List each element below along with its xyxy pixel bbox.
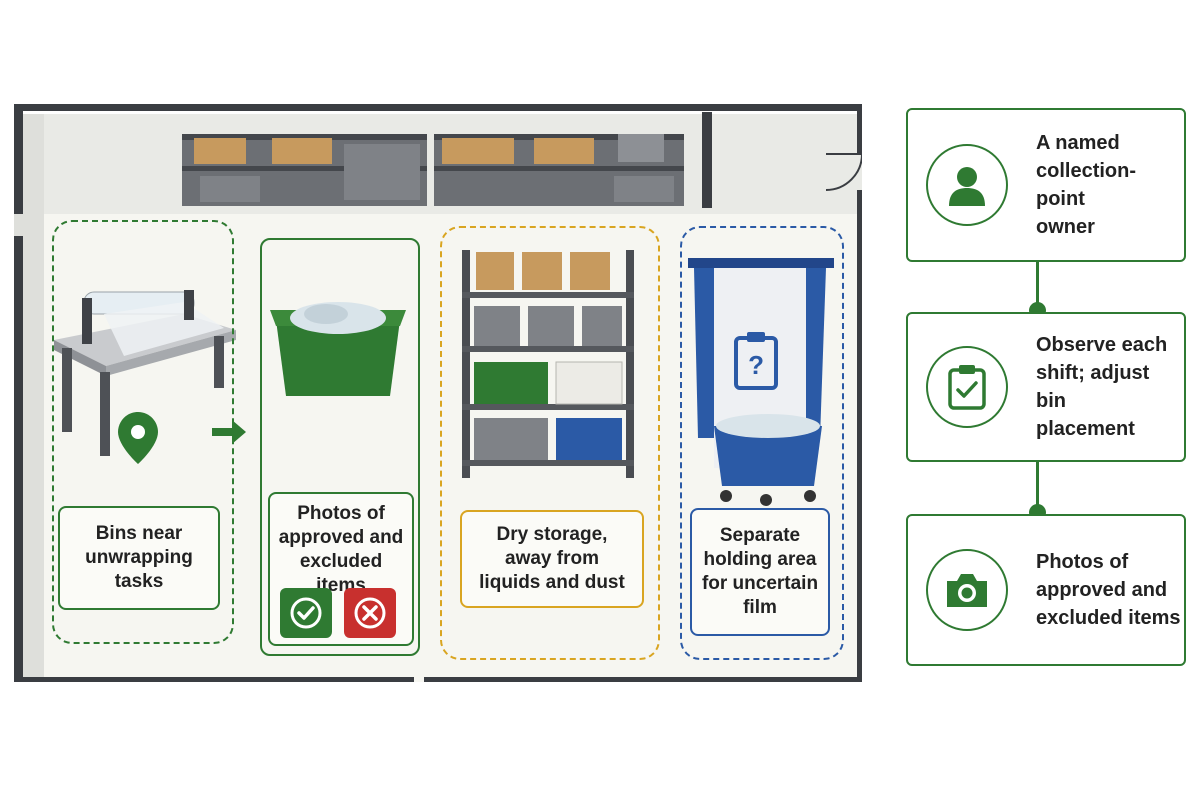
step-line: collection-point — [1036, 160, 1137, 210]
label-line: film — [743, 597, 777, 618]
map-pin-icon — [118, 412, 158, 464]
zone-bins-near — [52, 220, 234, 644]
step-line: excluded items — [1036, 607, 1181, 629]
step-text: Observe each shift; adjust bin placement — [1036, 331, 1184, 443]
zone-dry-storage — [440, 226, 660, 660]
step-text: A named collection-point owner — [1036, 129, 1184, 241]
step-line: approved and — [1036, 579, 1168, 601]
label-holding: Separate holding area for uncertain film — [690, 508, 830, 636]
step-icon-circle — [926, 346, 1008, 428]
camera-icon — [947, 574, 987, 607]
step-photos: Photos of approved and excluded items — [906, 514, 1186, 666]
step-owner: A named collection-point owner — [906, 108, 1186, 262]
label-line: away from — [505, 548, 599, 569]
clipboard-question-icon: ? — [734, 332, 778, 390]
connector-line — [1036, 262, 1039, 314]
zone-photos — [260, 238, 420, 656]
floor-plan: ? Bins near unwrapping tasks Photos of a… — [14, 104, 862, 682]
packing-table — [54, 290, 236, 456]
step-observe: Observe each shift; adjust bin placement — [906, 312, 1186, 462]
label-line: for uncertain — [701, 573, 819, 594]
check-icon — [290, 597, 322, 629]
excluded-badge — [344, 588, 396, 638]
step-icon-circle — [926, 549, 1008, 631]
label-line: unwrapping — [85, 547, 193, 568]
label-line: holding area — [703, 549, 817, 570]
label-bins-near: Bins near unwrapping tasks — [58, 506, 220, 610]
step-line: Observe each — [1036, 334, 1168, 356]
back-shelving — [182, 134, 684, 206]
arrow-right-icon — [212, 420, 246, 444]
approved-badge — [280, 588, 332, 638]
person-icon — [949, 167, 985, 206]
holding-curtain — [688, 258, 834, 468]
blue-cart — [714, 414, 822, 506]
floor-plan-drawing: ? — [14, 104, 862, 682]
svg-text:?: ? — [748, 350, 764, 380]
step-line: shift; adjust bin — [1036, 362, 1150, 412]
label-dry-storage: Dry storage, away from liquids and dust — [460, 510, 644, 608]
label-line: approved and — [278, 527, 404, 548]
clipboard-check-icon — [948, 365, 986, 410]
connector-line — [1036, 462, 1039, 516]
step-icon-circle — [926, 144, 1008, 226]
zone-holding — [680, 226, 844, 660]
label-line: Bins near — [95, 523, 183, 544]
label-line: tasks — [114, 571, 164, 592]
storage-shelf — [462, 250, 634, 478]
label-line: liquids and dust — [479, 572, 625, 593]
label-line: Separate — [719, 525, 801, 546]
step-line: Photos of — [1036, 551, 1129, 573]
step-line: A named — [1036, 132, 1120, 154]
green-bin — [270, 302, 406, 396]
step-text: Photos of approved and excluded items — [1036, 548, 1181, 632]
label-line: Dry storage, — [496, 524, 608, 545]
step-line: placement — [1036, 418, 1135, 440]
x-icon — [354, 597, 386, 629]
label-line: Photos of — [297, 503, 385, 524]
step-line: owner — [1036, 216, 1095, 238]
